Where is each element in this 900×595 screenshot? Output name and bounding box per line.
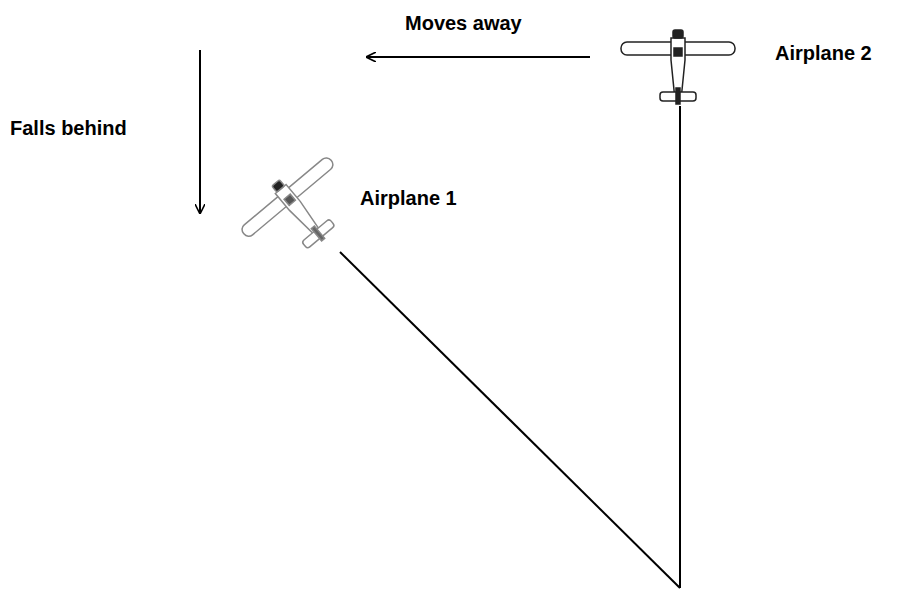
plane-label: Moves away xyxy=(405,12,522,35)
airplane-icon xyxy=(232,146,367,276)
tow-line xyxy=(340,252,680,588)
plane-label: Falls behind xyxy=(10,117,127,140)
plane-label: Airplane 2 xyxy=(775,42,872,65)
motion-arrow xyxy=(199,50,201,213)
plane-label: Airplane 1 xyxy=(360,187,457,210)
motion-arrow xyxy=(367,56,590,58)
airplane-icon xyxy=(621,30,735,104)
tow-line xyxy=(679,106,681,588)
